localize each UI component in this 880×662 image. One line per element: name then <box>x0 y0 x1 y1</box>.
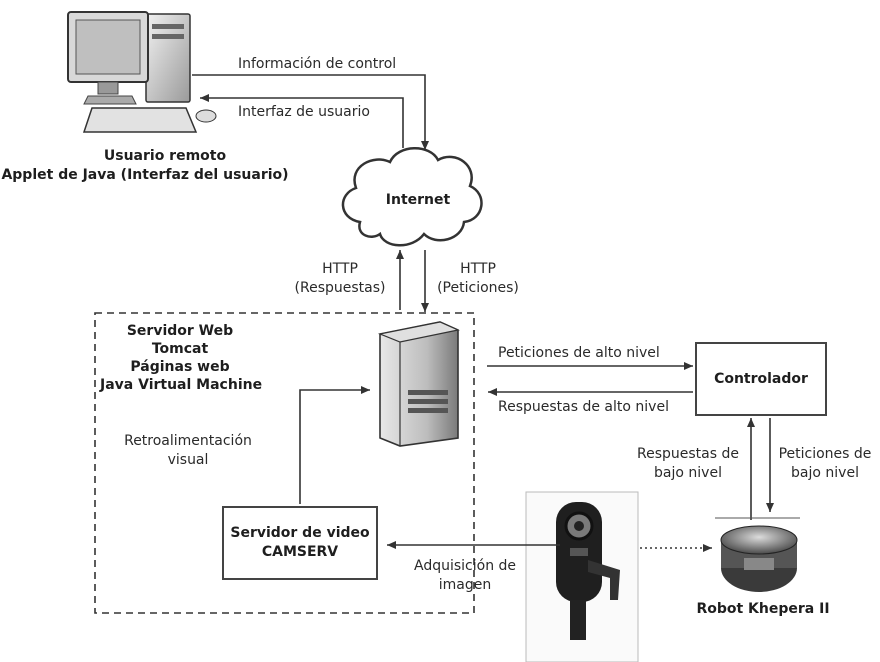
server-info-line1: Servidor Web <box>126 323 234 339</box>
user-interface-arrow <box>200 94 404 148</box>
robot-label: Robot Khepera II <box>696 601 830 617</box>
video-server-line2: CAMSERV <box>261 544 339 560</box>
internet-cloud-icon <box>341 147 483 247</box>
internet-label: Internet <box>385 192 451 208</box>
remote-user-title: Usuario remoto <box>103 148 227 164</box>
server-info-line3: Páginas web <box>130 359 230 375</box>
server-info-line4: Java Virtual Machine <box>100 377 263 393</box>
video-server-box: Servidor de video CAMSERV <box>222 506 378 580</box>
http-responses-line2: (Respuestas) <box>294 280 386 296</box>
image-acquisition-label: Adquisición de imagen <box>405 557 525 595</box>
low-level-responses-line2: bajo nivel <box>654 465 722 481</box>
low-level-requests-line2: bajo nivel <box>791 465 859 481</box>
high-level-requests-label: Peticiones de alto nivel <box>498 345 660 361</box>
http-requests-line1: HTTP <box>460 261 496 277</box>
image-acquisition-line2: imagen <box>438 577 492 593</box>
visual-feedback-arrow <box>299 386 370 504</box>
visual-feedback-line1: Retroalimentación <box>124 433 252 449</box>
low-level-requests-label: Peticiones de bajo nivel <box>770 445 880 483</box>
low-level-requests-line1: Peticiones de <box>778 446 872 462</box>
image-acquisition-line1: Adquisición de <box>413 558 517 574</box>
server-tower-icon <box>377 321 460 447</box>
user-interface-label: Interfaz de usuario <box>238 104 370 120</box>
http-requests-line2: (Peticiones) <box>437 280 519 296</box>
remote-user-subtitle: Applet de Java (Interfaz del usuario) <box>1 167 289 183</box>
low-level-responses-label: Respuestas de bajo nivel <box>628 445 748 483</box>
controller-box: Controlador <box>695 342 827 416</box>
video-server-line1: Servidor de video <box>230 525 370 541</box>
high-level-responses-label: Respuestas de alto nivel <box>498 399 669 415</box>
webcam-photo <box>525 491 639 662</box>
khepera-robot-icon <box>720 525 798 592</box>
visual-feedback-label: Retroalimentación visual <box>108 432 268 470</box>
desktop-computer-icon <box>67 11 217 133</box>
low-level-responses-line1: Respuestas de <box>637 446 739 462</box>
control-info-label: Información de control <box>238 56 397 72</box>
server-info-line2: Tomcat <box>151 341 209 357</box>
web-server-info: Servidor Web Tomcat Páginas web Java Vir… <box>100 322 263 394</box>
web-server-region <box>94 312 475 614</box>
control-info-arrow <box>192 74 429 150</box>
visual-feedback-line2: visual <box>167 452 209 468</box>
http-responses-line1: HTTP <box>322 261 358 277</box>
http-requests-label: HTTP (Peticiones) <box>428 260 528 298</box>
controller-label: Controlador <box>714 371 808 387</box>
http-responses-label: HTTP (Respuestas) <box>285 260 395 298</box>
